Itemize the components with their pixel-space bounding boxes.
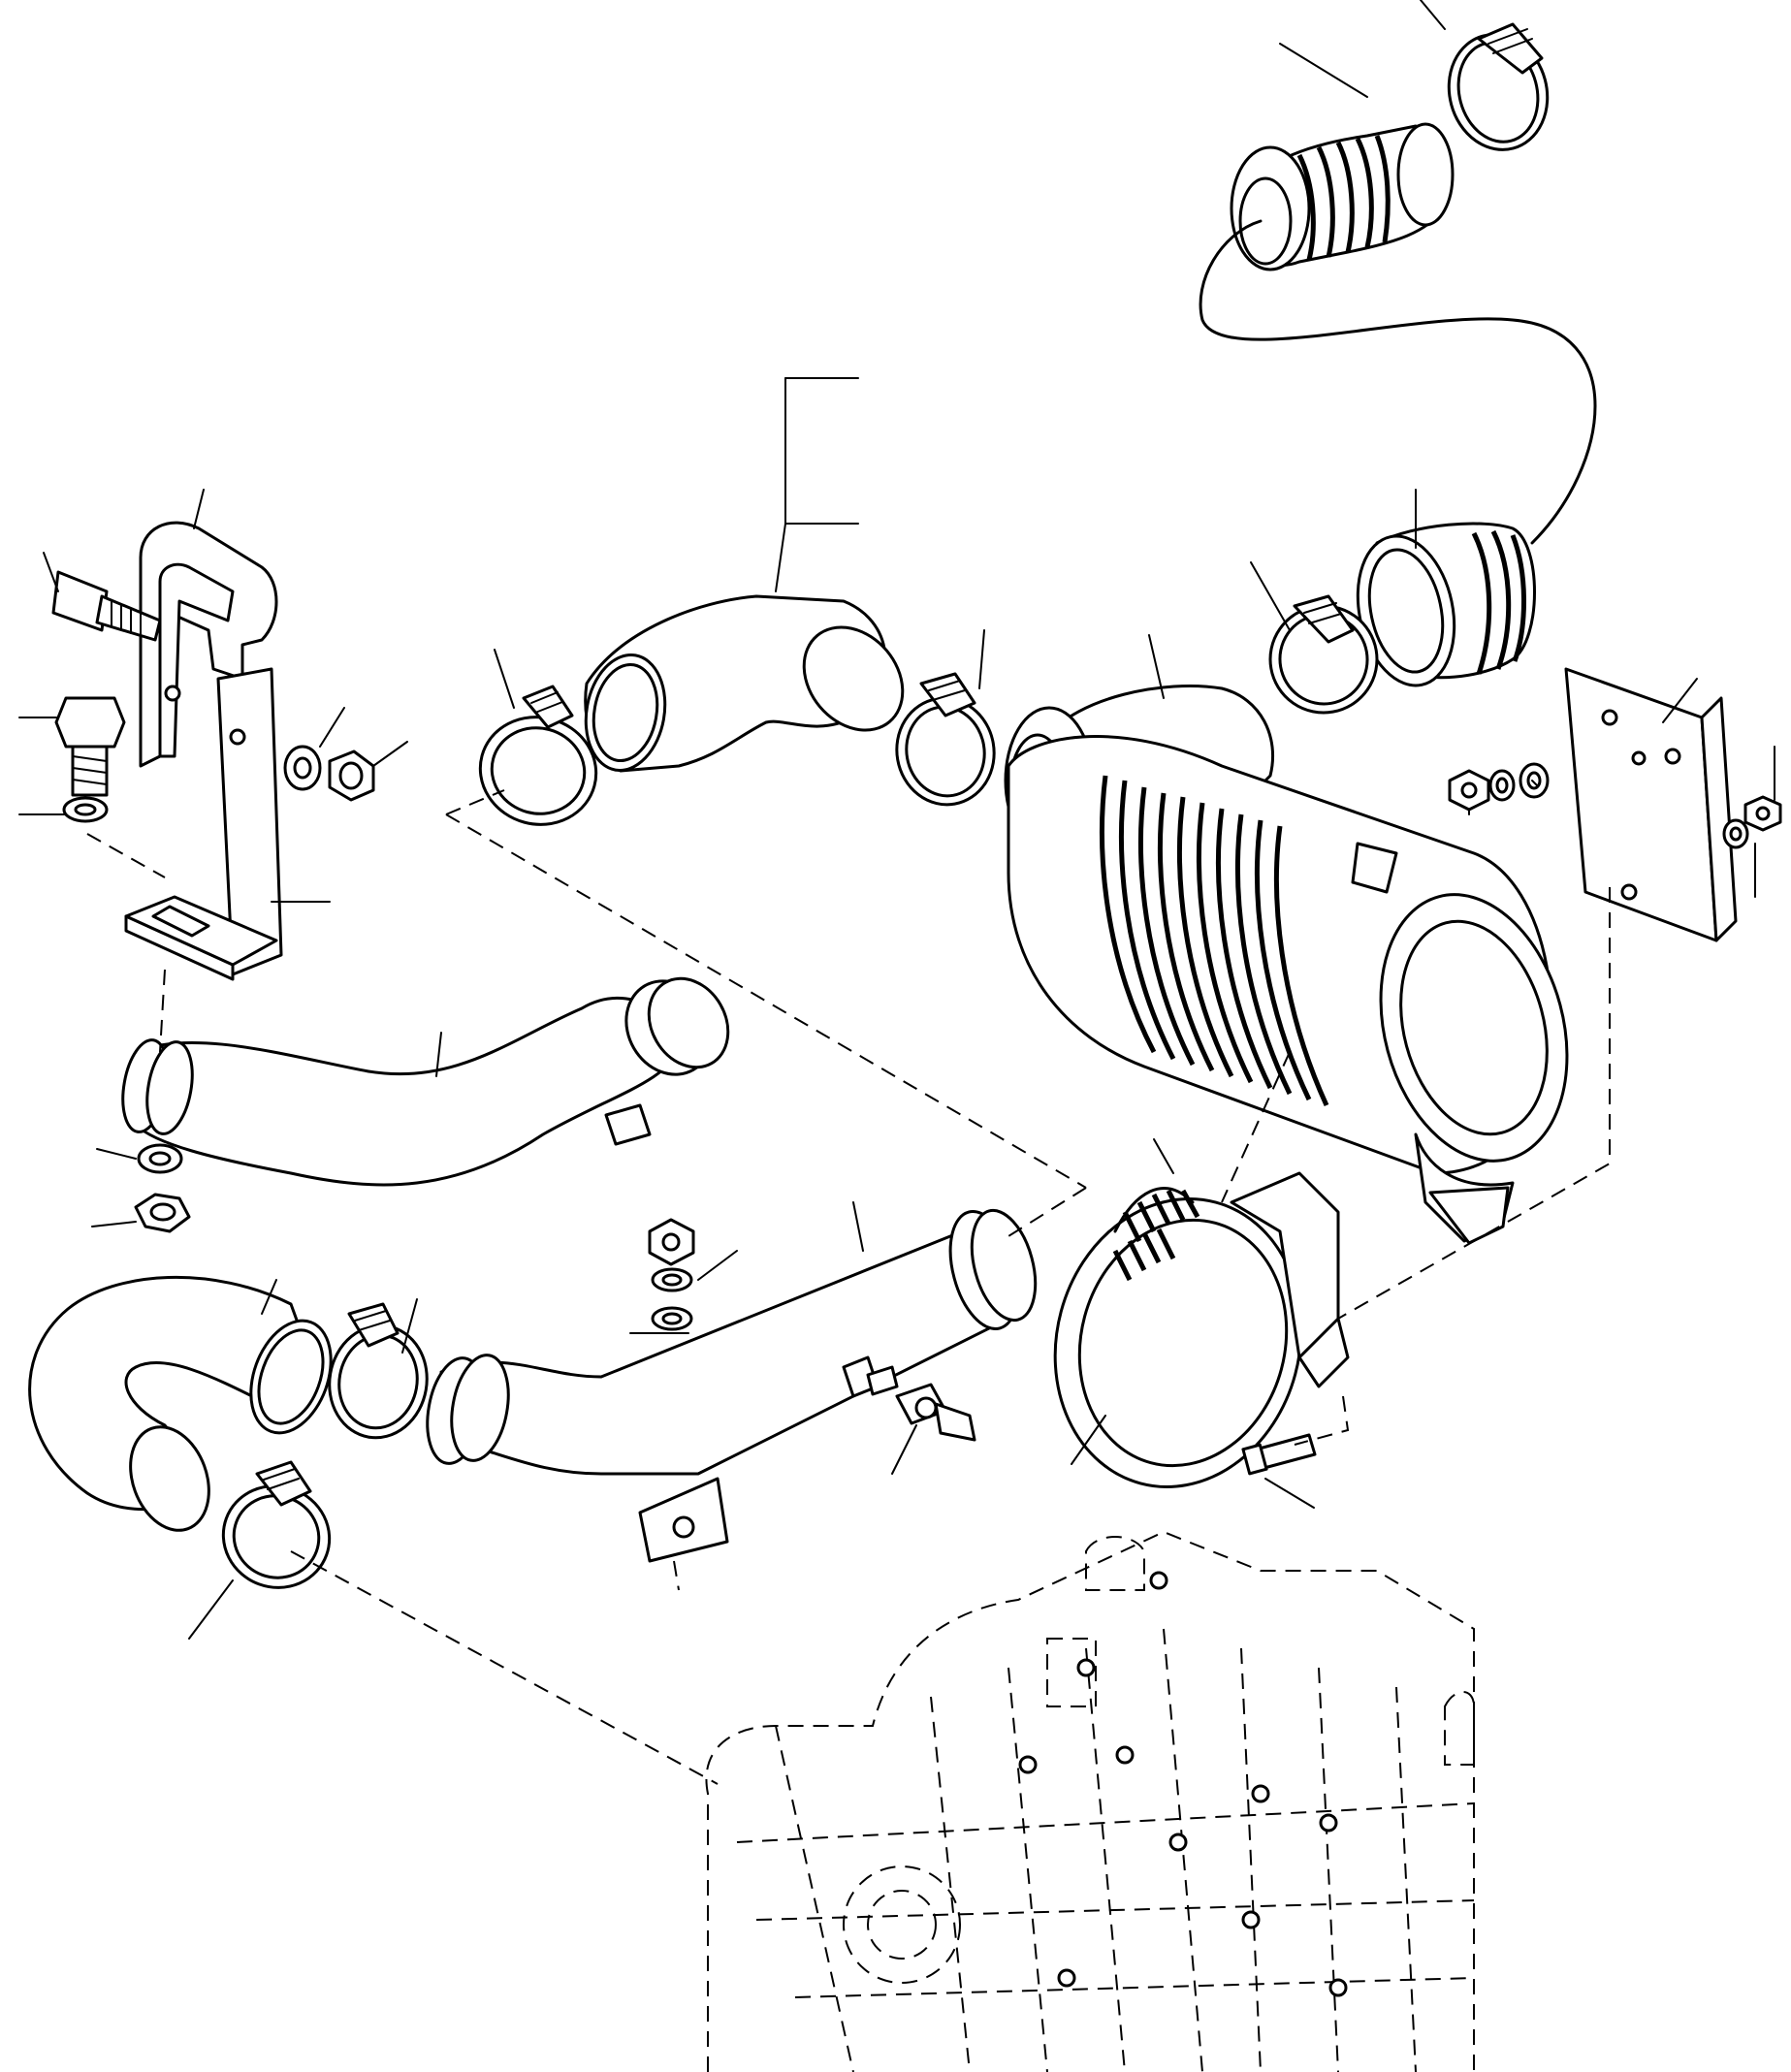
mid-intake-hose	[1356, 522, 1536, 687]
u-bend-lower-clamp	[221, 1460, 332, 1589]
air-cleaner-assembly	[1004, 685, 1569, 1245]
bracket-washer-left	[62, 796, 109, 823]
bracket-bolt-flange	[54, 696, 126, 797]
band-tensioner-spring	[1112, 1187, 1200, 1282]
intake-manifold-pipe	[426, 1208, 1038, 1563]
u-bend-hose	[28, 1276, 333, 1532]
upper-elbow-hose	[584, 594, 905, 773]
elbow-right-clamp	[895, 672, 996, 807]
elbow-left-clamp	[478, 685, 598, 826]
u-bend-right-clamp	[328, 1302, 429, 1440]
callout-leader-lines	[18, 0, 1775, 1640]
bracket-washers-and-nuts	[1448, 762, 1782, 849]
air-cleaner-mounting-band	[1053, 1171, 1350, 1488]
restriction-indicator-hose	[1199, 219, 1597, 545]
mid-hose-clamp	[1268, 594, 1379, 715]
upper-intake-hose	[1230, 122, 1455, 271]
temperature-sender	[895, 1383, 976, 1442]
support-bracket	[124, 521, 283, 981]
bracket-bolt-hex	[51, 570, 162, 642]
engine-phantom-outline	[705, 1530, 1475, 2072]
air-cleaner-bracket-plate	[1564, 667, 1738, 942]
pipe-bolt	[842, 1355, 899, 1398]
pipe-nut-washer-stack	[648, 1218, 695, 1331]
assembly-dashed-lines	[86, 789, 1611, 1785]
top-hose-clamp	[1447, 22, 1550, 151]
tube-washer-and-nut	[134, 1143, 191, 1233]
bracket-washer-and-nut-right	[283, 745, 375, 802]
intake-tube-upper	[121, 976, 730, 1187]
